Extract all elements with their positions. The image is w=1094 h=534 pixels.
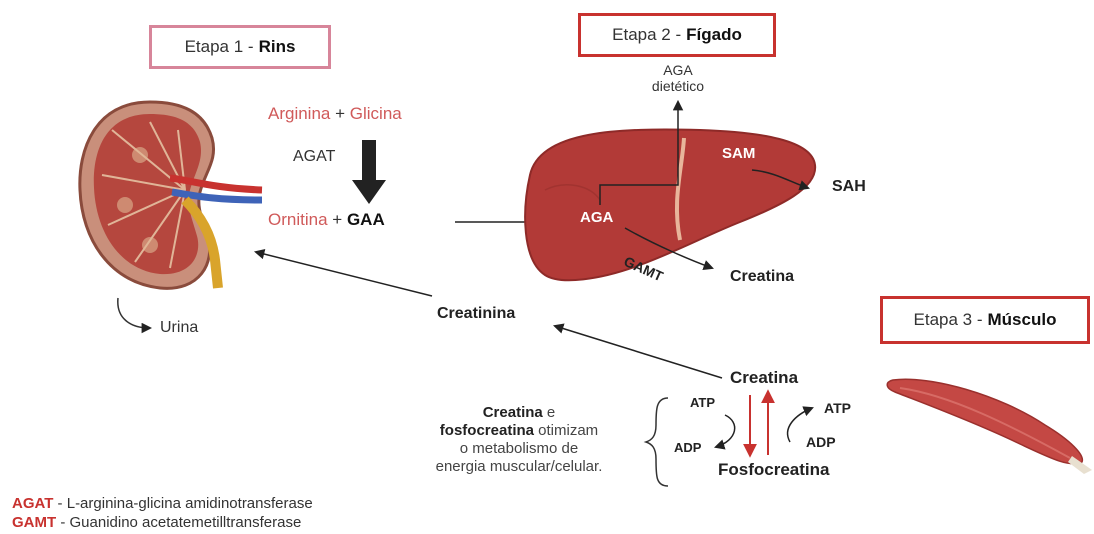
fosfocreatina-label: Fosfocreatina bbox=[718, 460, 829, 480]
legend-agat: AGAT - L-arginina-glicina amidinotransfe… bbox=[12, 494, 313, 513]
legend-gamt: GAMT - Guanidino acetatemetilltransferas… bbox=[12, 513, 313, 532]
urina-label: Urina bbox=[160, 319, 198, 337]
stage1-box: Etapa 1 - Rins bbox=[149, 25, 331, 69]
atp-left-label: ATP bbox=[690, 395, 715, 410]
creatina-to-creatinina-arrow bbox=[555, 326, 722, 378]
plus-sign-2: + bbox=[332, 210, 342, 229]
gaa-label: GAA bbox=[347, 210, 385, 229]
creatina-liver-label: Creatina bbox=[730, 268, 794, 286]
liver-illustration bbox=[525, 130, 815, 281]
note-e: e bbox=[543, 404, 556, 421]
arginina-label: Arginina bbox=[268, 104, 330, 123]
sah-label: SAH bbox=[832, 178, 866, 196]
stage1-name: Rins bbox=[259, 37, 296, 57]
creatina-muscle-label: Creatina bbox=[730, 368, 798, 388]
legend: AGAT - L-arginina-glicina amidinotransfe… bbox=[12, 494, 313, 532]
energy-note-line1: Creatina e bbox=[388, 404, 650, 422]
energy-note: Creatina e fosfocreatina otimizam o meta… bbox=[388, 404, 650, 476]
energy-note-line4: energia muscular/celular. bbox=[388, 458, 650, 476]
muscle-illustration bbox=[887, 379, 1092, 474]
legend-agat-def: - L-arginina-glicina amidinotransferase bbox=[53, 495, 312, 512]
substrate-line: Arginina + Glicina bbox=[268, 104, 402, 124]
stage2-prefix: Etapa 2 - bbox=[612, 25, 681, 45]
stage2-name: Fígado bbox=[686, 25, 742, 45]
legend-agat-abbr: AGAT bbox=[12, 495, 53, 512]
urina-arrow bbox=[118, 298, 150, 328]
energy-note-line3: o metabolismo de bbox=[388, 440, 650, 458]
atp-right-label: ATP bbox=[824, 400, 851, 416]
aga-dietetico-line1: AGA bbox=[640, 62, 716, 78]
sam-label: SAM bbox=[722, 145, 755, 162]
creatinina-to-kidney-arrow bbox=[256, 252, 432, 296]
atp-adp-left-arrow bbox=[716, 415, 735, 447]
note-otimizam: otimizam bbox=[534, 422, 598, 439]
stage3-box: Etapa 3 - Músculo bbox=[880, 296, 1090, 344]
aga-dietetico-line2: dietético bbox=[640, 78, 716, 94]
adp-right-label: ADP bbox=[806, 434, 836, 450]
energy-note-line2: fosfocreatina otimizam bbox=[388, 422, 650, 440]
glicina-label: Glicina bbox=[350, 104, 402, 123]
plus-sign: + bbox=[335, 104, 345, 123]
legend-gamt-abbr: GAMT bbox=[12, 514, 56, 531]
agat-label: AGAT bbox=[293, 148, 335, 166]
note-creatina: Creatina bbox=[483, 404, 543, 421]
legend-gamt-def: - Guanidino acetatemetilltransferase bbox=[56, 514, 301, 531]
aga-label: AGA bbox=[580, 209, 613, 226]
stage1-prefix: Etapa 1 - bbox=[185, 37, 254, 57]
stage3-prefix: Etapa 3 - bbox=[914, 310, 983, 330]
aga-dietetico-label: AGA dietético bbox=[640, 62, 716, 94]
creatinina-label: Creatinina bbox=[437, 305, 515, 323]
ornitina-label: Ornitina bbox=[268, 210, 328, 229]
stage2-box: Etapa 2 - Fígado bbox=[578, 13, 776, 57]
stage3-name: Músculo bbox=[988, 310, 1057, 330]
kidney-illustration bbox=[80, 102, 262, 288]
agat-arrow bbox=[352, 140, 386, 204]
adp-left-label: ADP bbox=[674, 440, 701, 455]
product-line: Ornitina + GAA bbox=[268, 210, 385, 230]
note-fosfocreatina: fosfocreatina bbox=[440, 422, 534, 439]
